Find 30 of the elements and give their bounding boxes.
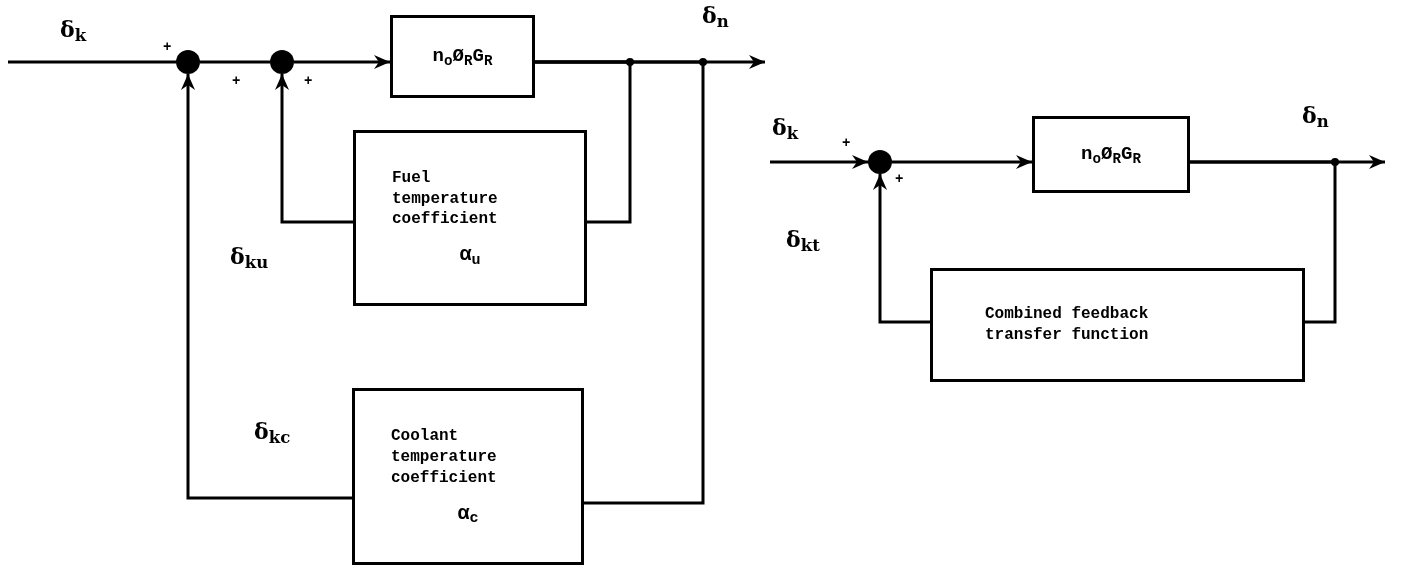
signal-label: δ$_{n}$	[1300, 104, 1331, 126]
block-label: Combined feedback transfer function	[985, 304, 1150, 346]
coefficient-symbol: α$_{u}$	[458, 242, 482, 269]
process-box	[353, 130, 587, 306]
connector-arrow	[294, 55, 390, 69]
signal-label: δ$_{k}$	[58, 18, 89, 40]
block-label: Fuel temperature coefficient	[392, 167, 499, 231]
block-label: Coolant temperature coefficient	[391, 426, 498, 489]
coefficient-symbol: α$_{c}$	[456, 500, 480, 527]
process-box	[352, 388, 584, 565]
summing-junction	[270, 50, 294, 74]
connector-arrow	[892, 155, 1032, 169]
summing-junction	[176, 50, 200, 74]
process-box	[930, 268, 1305, 382]
sign-label: +	[304, 74, 313, 88]
block-label: n$_{o}$Ø$_{R}$G$_{R}$	[431, 44, 494, 69]
process-box	[390, 15, 535, 98]
connector-arrow	[770, 155, 868, 169]
sign-label: +	[842, 136, 851, 150]
sign-label: +	[163, 40, 172, 54]
signal-label: δ$_{n}$	[700, 4, 731, 26]
sign-label: +	[232, 74, 241, 88]
connector-arrow	[275, 74, 353, 224]
summing-junction	[868, 150, 892, 174]
connector-arrow	[181, 74, 352, 500]
sign-label: +	[895, 172, 904, 186]
signal-label: δ$_{k}$	[770, 116, 801, 138]
connector-arrow	[873, 174, 930, 324]
process-box	[1032, 116, 1190, 193]
block-label: n$_{o}$Ø$_{R}$G$_{R}$	[1080, 142, 1142, 167]
